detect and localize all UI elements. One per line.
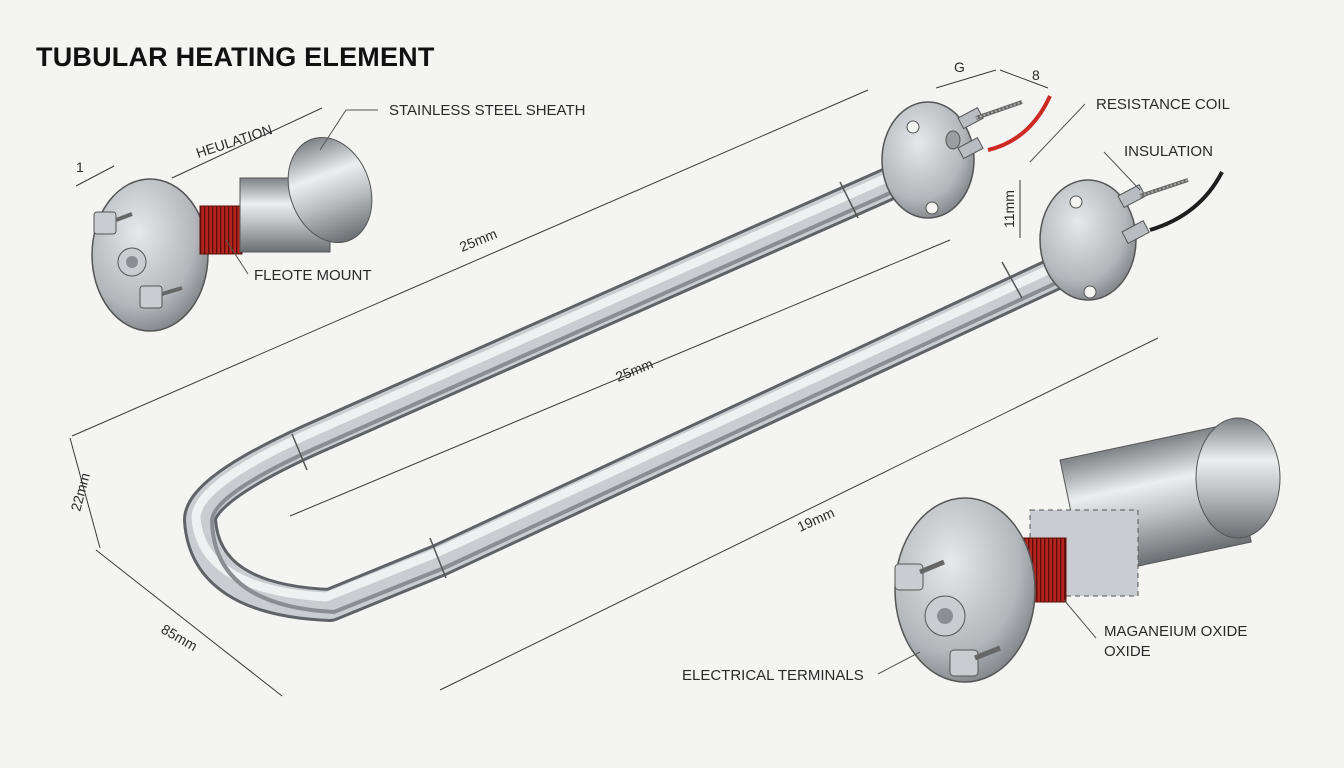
bolt-hole (906, 120, 920, 134)
callout-labels: STAINLESS STEEL SHEATH RESISTANCE COIL I… (254, 96, 1247, 684)
callout-magnesium-oxide-line2: OXIDE (1104, 643, 1151, 660)
hex-nut-icon (949, 649, 979, 677)
u-shaped-sheath-tube (183, 154, 1088, 622)
callout-insulation: INSULATION (1124, 143, 1213, 160)
black-lead-wire (1149, 171, 1224, 232)
callout-stainless-steel-sheath: STAINLESS STEEL SHEATH (389, 102, 585, 119)
sleeve-joint-line (839, 181, 859, 219)
resistance-coil-winding (199, 205, 243, 255)
callout-electrical-terminals: ELECTRICAL TERMINALS (682, 667, 864, 684)
callout-fleote-mount: FLEOTE MOUNT (254, 267, 372, 284)
dimension-top-g: G (954, 59, 965, 75)
callout-resistance-coil: RESISTANCE COIL (1096, 96, 1230, 113)
sleeve-joint-line (429, 537, 447, 579)
dimension-length-middle: 25mm (613, 355, 655, 384)
hex-nut-icon (894, 563, 924, 591)
bolt-hole (1083, 285, 1097, 299)
leader-lines (225, 103, 1141, 675)
dimension-top-8: 8 (1032, 67, 1040, 83)
sheath-end-cap (1195, 417, 1281, 539)
sleeve-joint-line (1001, 261, 1023, 299)
right-cutaway-assembly (894, 417, 1281, 683)
hex-nut-icon (1121, 220, 1150, 245)
dimension-left-small: 1 (76, 159, 84, 175)
mounting-flange (894, 497, 1036, 683)
dimension-length-bottom: 19mm (795, 504, 837, 534)
hex-nut-icon (945, 130, 961, 150)
hex-nut-icon (1117, 184, 1146, 209)
bolt-hole (1069, 195, 1083, 209)
bolt-hole (925, 201, 939, 215)
sleeve-joint-line (291, 433, 308, 471)
dimension-lines (69, 69, 1159, 697)
mounting-flange (1039, 179, 1137, 301)
dimension-height-right: 11mm (1001, 190, 1017, 228)
dimension-length-top: 25mm (457, 225, 499, 254)
red-lead-wire (987, 95, 1052, 152)
left-cutaway-assembly (91, 136, 373, 332)
hex-nut-icon (957, 136, 984, 160)
sheath-end-cap (287, 136, 373, 244)
hex-nut-icon (139, 285, 163, 309)
hex-nut-icon (957, 106, 984, 130)
diagram-title: TUBULAR HEATING ELEMENT (36, 42, 435, 72)
callout-magnesium-oxide: MAGANEIUM OXIDE (1104, 623, 1247, 640)
top-flange-assembly (881, 95, 1052, 219)
right-flange-assembly (1039, 171, 1224, 301)
dimension-width-bottom: 85mm (159, 621, 201, 654)
dimension-heulation: HEULATION (194, 121, 274, 161)
hex-nut-icon (93, 211, 117, 235)
